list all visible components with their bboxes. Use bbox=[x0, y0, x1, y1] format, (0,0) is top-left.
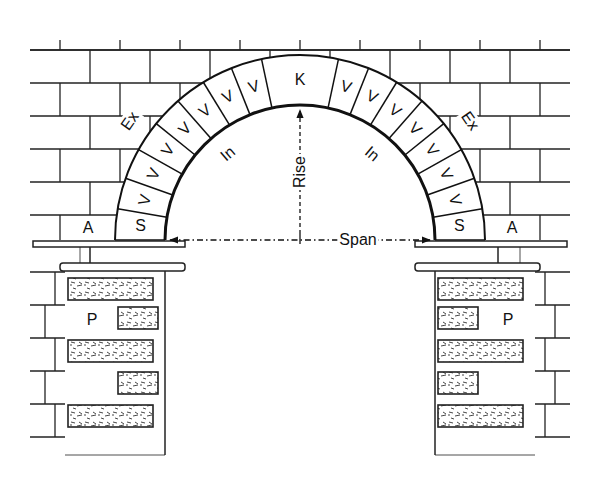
pier bbox=[33, 241, 567, 455]
brick-wall bbox=[30, 40, 570, 437]
abutment-label: A bbox=[505, 219, 520, 237]
extrados-label: Ex bbox=[456, 107, 484, 136]
arch-ring bbox=[115, 55, 485, 241]
pier-label: P bbox=[501, 311, 516, 329]
center-tick bbox=[299, 234, 300, 244]
span-label: Span bbox=[337, 231, 378, 249]
rise-label: Rise bbox=[291, 154, 309, 190]
pier-label: P bbox=[85, 311, 100, 329]
abutment-label: A bbox=[81, 219, 96, 237]
dimension-lines bbox=[170, 110, 430, 244]
extrados-label: Ex bbox=[117, 107, 145, 136]
keystone-label: K bbox=[293, 71, 308, 89]
springer-label: S bbox=[133, 217, 148, 235]
springer-label: S bbox=[452, 217, 467, 235]
